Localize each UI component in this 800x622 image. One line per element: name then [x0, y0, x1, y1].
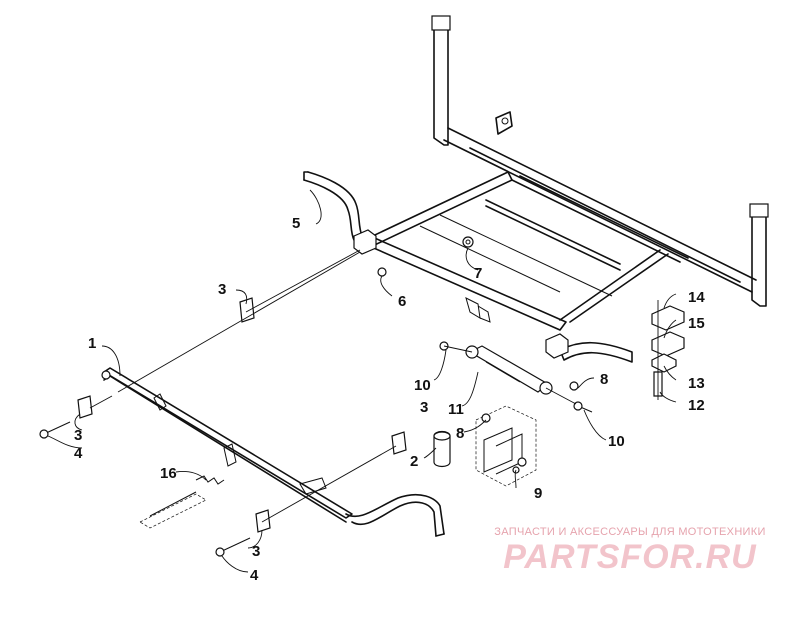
spring-latch: [139, 475, 225, 529]
label-part-4-bottom: 4: [250, 567, 259, 584]
watermark-tagline: ЗАПЧАСТИ И АКСЕССУАРЫ ДЛЯ МОТОТЕХНИКИ: [494, 526, 766, 538]
label-part-6: 6: [398, 293, 406, 310]
label-part-13: 13: [688, 375, 705, 392]
lower-bumper: [101, 367, 445, 537]
rack-frame: [359, 15, 769, 331]
label-part-9: 9: [534, 485, 542, 502]
insert-part-2: [433, 430, 451, 468]
watermark-logo: PARTSFOR.RU: [503, 538, 757, 576]
label-part-2: 2: [410, 453, 418, 470]
grab-bar-left: [303, 171, 363, 241]
label-part-3-left: 3: [74, 427, 82, 444]
label-part-15: 15: [688, 315, 705, 332]
hinge-bracket-stack: [651, 300, 685, 400]
gas-strut: [465, 345, 553, 395]
label-part-8-right: 8: [600, 371, 608, 388]
label-part-3-top: 3: [218, 281, 226, 298]
label-part-3-mid: 3: [420, 399, 428, 416]
label-part-1: 1: [88, 335, 96, 352]
label-part-16: 16: [160, 465, 177, 482]
callout-leaders: [47, 189, 677, 573]
label-part-3-bottom: 3: [252, 543, 260, 560]
grab-bar-right: [559, 341, 633, 363]
watermark: ЗАПЧАСТИ И АКСЕССУАРЫ ДЛЯ МОТОТЕХНИКИ PA…: [470, 526, 790, 576]
label-part-10-right: 10: [608, 433, 625, 450]
label-part-10-left: 10: [414, 377, 431, 394]
label-part-7: 7: [474, 265, 482, 282]
part-labels: 1 2 3 3 3 3 4 4 5 6 7 8 8 9 10 10 11 12 …: [74, 215, 705, 584]
label-part-12: 12: [688, 397, 705, 414]
label-part-14: 14: [688, 289, 705, 306]
fasteners: [39, 236, 593, 557]
label-part-4-left: 4: [74, 445, 83, 462]
frame-clamps: [353, 229, 569, 359]
label-part-5: 5: [292, 215, 300, 232]
label-part-11: 11: [448, 401, 464, 418]
assembly-lines: [89, 249, 577, 523]
label-part-8-left: 8: [456, 425, 464, 442]
clips: [77, 297, 407, 533]
